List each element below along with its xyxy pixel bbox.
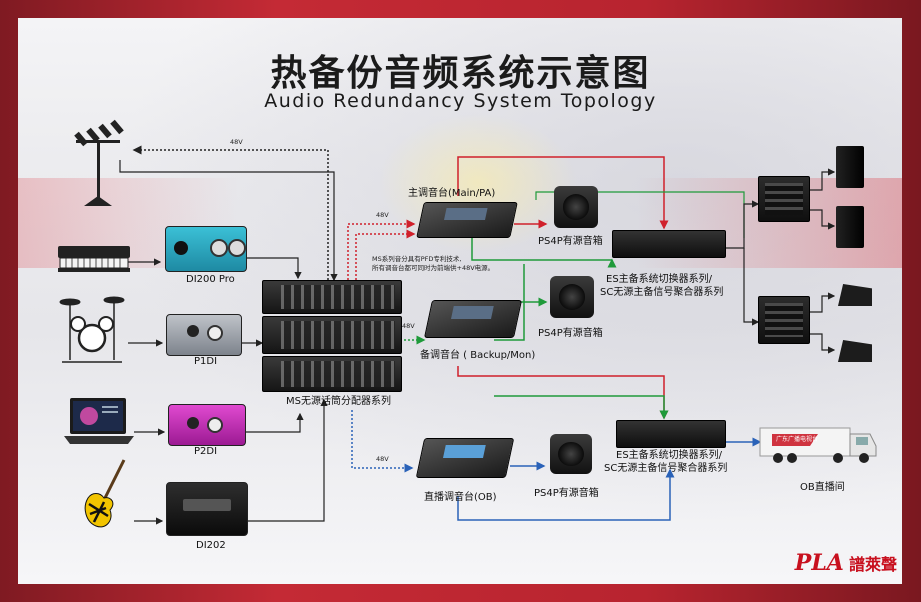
amplifier-top — [758, 176, 810, 222]
speaker-label-main: PS4P有源音箱 — [538, 236, 603, 247]
phantom-48v-label-backup: 48V — [402, 322, 415, 330]
switcher-top-line2: SC无源主备信号聚合器系列 — [600, 287, 724, 298]
page-title: 热备份音频系统示意图 — [270, 53, 651, 94]
phantom-48v-label-top: 48V — [230, 138, 243, 146]
line-array-speaker-1 — [836, 146, 864, 188]
monitor-wedge-1 — [838, 284, 872, 306]
p2di-box — [168, 404, 246, 446]
splitter-note-line1: MS系列音分具有PFD专利技术, — [372, 255, 462, 263]
splitter-note-line2: 所有调音台都可同时为前端供+48V电源。 — [372, 264, 495, 272]
switcher-bottom-line1: ES主备系统切换器系列/ — [616, 450, 723, 461]
di200-pro-box — [165, 226, 247, 272]
page-subtitle: Audio Redundancy System Topology — [264, 90, 657, 112]
backup-console-label: 备调音台 ( Backup/Mon) — [420, 350, 536, 361]
microphones-icon — [74, 119, 124, 206]
ms-splitter-rack-1 — [262, 280, 402, 314]
p1di-label: P1DI — [194, 356, 218, 367]
main-console — [416, 202, 518, 238]
ob-console-label: 直播调音台(OB) — [424, 492, 497, 503]
phantom-48v-label-ob: 48V — [376, 455, 389, 463]
splitter-label: MS无源话筒分配器系列 — [286, 396, 391, 407]
ms-splitter-rack-3 — [262, 356, 402, 392]
logo-pla-text: PLA — [794, 550, 844, 576]
ps4p-speaker-main — [554, 186, 598, 228]
logo-cn-text: 譜萊聲 — [848, 555, 897, 574]
backup-console — [423, 300, 523, 338]
es-switcher-bottom — [616, 420, 726, 448]
ps4p-speaker-ob — [550, 434, 592, 474]
ob-van-label: OB直播间 — [800, 482, 845, 493]
ob-van-icon — [759, 427, 877, 463]
guitar-icon — [84, 459, 126, 528]
phantom-48v-label-main: 48V — [376, 211, 389, 219]
amplifier-bottom — [758, 296, 810, 344]
ms-splitter-rack-2 — [262, 316, 402, 354]
switcher-top-line1: ES主备系统切换器系列/ — [606, 274, 713, 285]
di202-box — [166, 482, 248, 536]
speaker-label-ob: PS4P有源音箱 — [534, 488, 599, 499]
mic-signal-line — [119, 160, 338, 282]
laptop-icon — [64, 398, 134, 444]
switcher-bottom-line2: SC无源主备信号聚合器系列 — [604, 463, 728, 474]
main-console-label: 主调音台(Main/PA) — [408, 188, 496, 199]
drum-kit-icon — [59, 296, 125, 363]
pla-logo: PLA 譜萊聲 — [795, 550, 897, 576]
line-array-speaker-2 — [836, 206, 864, 248]
p2di-label: P2DI — [194, 446, 218, 457]
van-text: 广东广播电视台 — [776, 436, 819, 443]
ps4p-speaker-backup — [550, 276, 594, 318]
monitor-wedge-2 — [838, 340, 872, 362]
es-switcher-top — [612, 230, 726, 258]
ob-console — [415, 438, 515, 478]
di202-label: DI202 — [196, 540, 226, 551]
keyboard-icon — [58, 246, 130, 272]
phantom-power-line-mics — [132, 145, 329, 280]
di200-pro-label: DI200 Pro — [186, 274, 235, 285]
speaker-label-backup: PS4P有源音箱 — [538, 328, 603, 339]
p1di-box — [166, 314, 242, 356]
